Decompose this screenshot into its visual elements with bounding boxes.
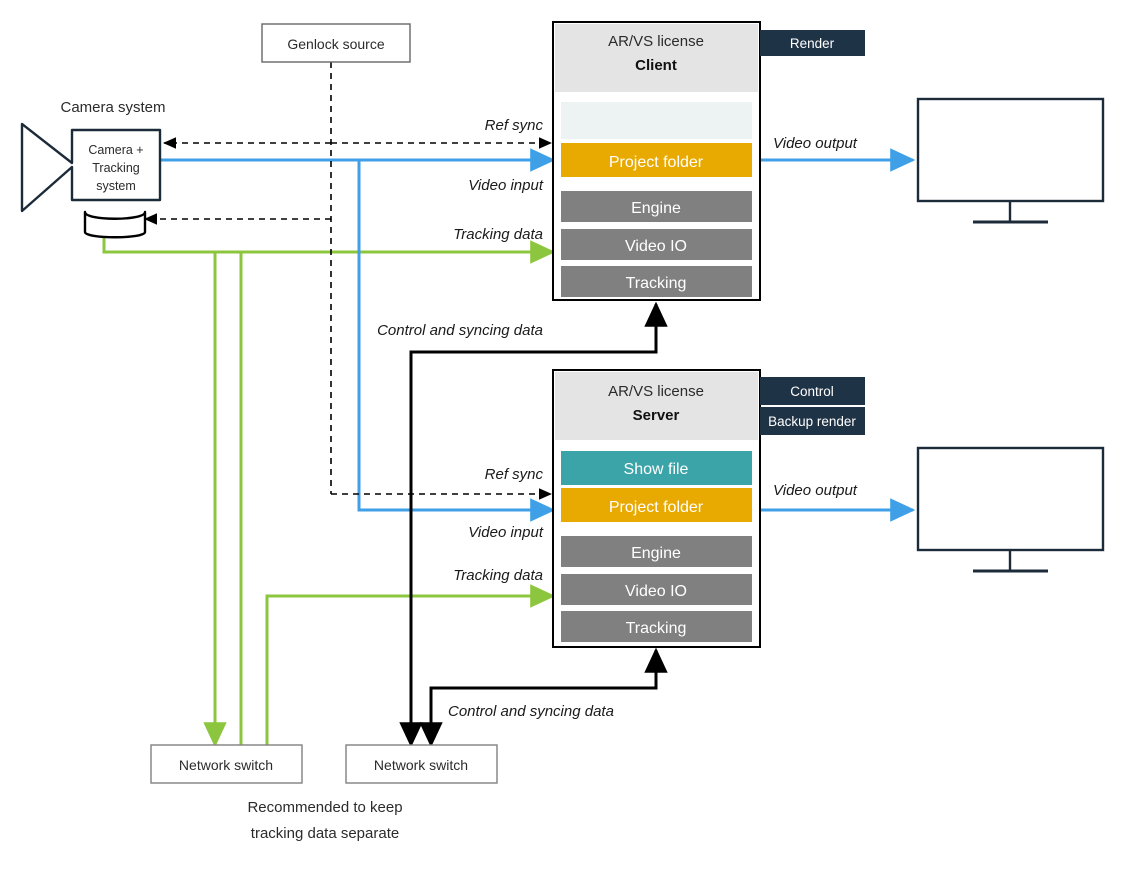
client-row-label-tracking: Tracking bbox=[626, 275, 687, 292]
client-row-empty bbox=[561, 102, 752, 139]
tracking-data-links bbox=[102, 232, 556, 748]
server-badge-control-label: Control bbox=[790, 384, 834, 399]
client-block[interactable] bbox=[552, 21, 865, 301]
camera-system[interactable] bbox=[20, 122, 162, 239]
client-row-project-folder bbox=[561, 143, 752, 177]
server-monitor-screen bbox=[916, 446, 1105, 552]
server-row-label-tracking: Tracking bbox=[626, 620, 687, 637]
label-server-video-input: Video input bbox=[468, 524, 544, 541]
client-badge-render-rect bbox=[760, 30, 865, 56]
client-row-label-video-io: Video IO bbox=[625, 238, 687, 255]
server-row-label-project-folder: Project folder bbox=[609, 499, 704, 516]
tracking-switch-label: Network switch bbox=[179, 757, 273, 773]
server-badge-control-rect bbox=[760, 377, 865, 405]
server-row-tracking bbox=[561, 611, 752, 642]
tracking-caption-line1: Recommended to keep bbox=[247, 799, 402, 816]
client-header-band bbox=[555, 24, 758, 92]
client-badge-render-label: Render bbox=[790, 36, 835, 51]
label-server-tracking-data: Tracking data bbox=[453, 567, 543, 584]
label-client-ref-sync: Ref sync bbox=[485, 117, 544, 134]
label-client-video-output: Video output bbox=[773, 135, 858, 152]
genlock-source-label: Genlock source bbox=[287, 36, 384, 52]
link-tracking-switch-to-server-tracking bbox=[265, 584, 556, 745]
label-server-video-output: Video output bbox=[773, 482, 858, 499]
client-header-line1: AR/VS license bbox=[608, 33, 704, 50]
label-client-control-sync: Control and syncing data bbox=[377, 322, 543, 339]
video-links bbox=[160, 148, 916, 522]
client-monitor-screen bbox=[916, 97, 1105, 203]
label-server-ref-sync: Ref sync bbox=[485, 466, 544, 483]
server-row-video-io bbox=[561, 574, 752, 605]
tracking-switch-rect bbox=[150, 744, 303, 784]
control-sync-links bbox=[399, 301, 668, 748]
genlock-box-rect bbox=[261, 23, 411, 63]
link-camera-to-server-video-input bbox=[357, 160, 556, 522]
camera-system-title: Camera system bbox=[60, 99, 165, 116]
server-header-line1: AR/VS license bbox=[608, 383, 704, 400]
camera-body-label-2: Tracking bbox=[92, 161, 140, 175]
client-row-engine bbox=[561, 191, 752, 222]
server-row-project-folder bbox=[561, 488, 752, 522]
server-header-band bbox=[555, 372, 758, 440]
camera-lens-barrel-shape bbox=[83, 210, 147, 239]
control-network-switch[interactable] bbox=[345, 744, 498, 784]
server-row-show-file bbox=[561, 451, 752, 485]
link-control-switch-to-server bbox=[429, 647, 668, 745]
label-client-tracking-data: Tracking data bbox=[453, 226, 543, 243]
server-monitor bbox=[916, 446, 1105, 573]
server-row-label-show-file: Show file bbox=[624, 461, 689, 478]
control-switch-rect bbox=[345, 744, 498, 784]
tracking-caption-line2: tracking data separate bbox=[251, 825, 399, 842]
tracking-network-switch[interactable] bbox=[150, 744, 303, 784]
client-row-label-project-folder: Project folder bbox=[609, 154, 704, 171]
link-camera-to-client-tracking bbox=[102, 232, 556, 264]
client-monitor bbox=[916, 97, 1105, 224]
server-row-label-engine: Engine bbox=[631, 545, 681, 562]
camera-body-label-1: Camera + bbox=[88, 143, 143, 157]
server-block[interactable] bbox=[552, 369, 865, 648]
label-server-control-sync: Control and syncing data bbox=[448, 703, 614, 720]
camera-body-shape bbox=[20, 122, 162, 213]
client-header-line2: Client bbox=[635, 57, 677, 74]
ref-sync-links bbox=[144, 62, 552, 500]
server-row-label-video-io: Video IO bbox=[625, 583, 687, 600]
server-badge-backup-render-rect bbox=[760, 407, 865, 435]
genlock-source-box[interactable] bbox=[261, 23, 411, 63]
client-row-video-io bbox=[561, 229, 752, 260]
server-header-line2: Server bbox=[633, 407, 680, 424]
server-row-engine bbox=[561, 536, 752, 567]
client-row-tracking bbox=[561, 266, 752, 297]
control-switch-label: Network switch bbox=[374, 757, 468, 773]
camera-body-label-3: system bbox=[96, 179, 136, 193]
client-row-label-engine: Engine bbox=[631, 200, 681, 217]
label-client-video-input: Video input bbox=[468, 177, 544, 194]
server-badge-backup-render-label: Backup render bbox=[768, 414, 856, 429]
